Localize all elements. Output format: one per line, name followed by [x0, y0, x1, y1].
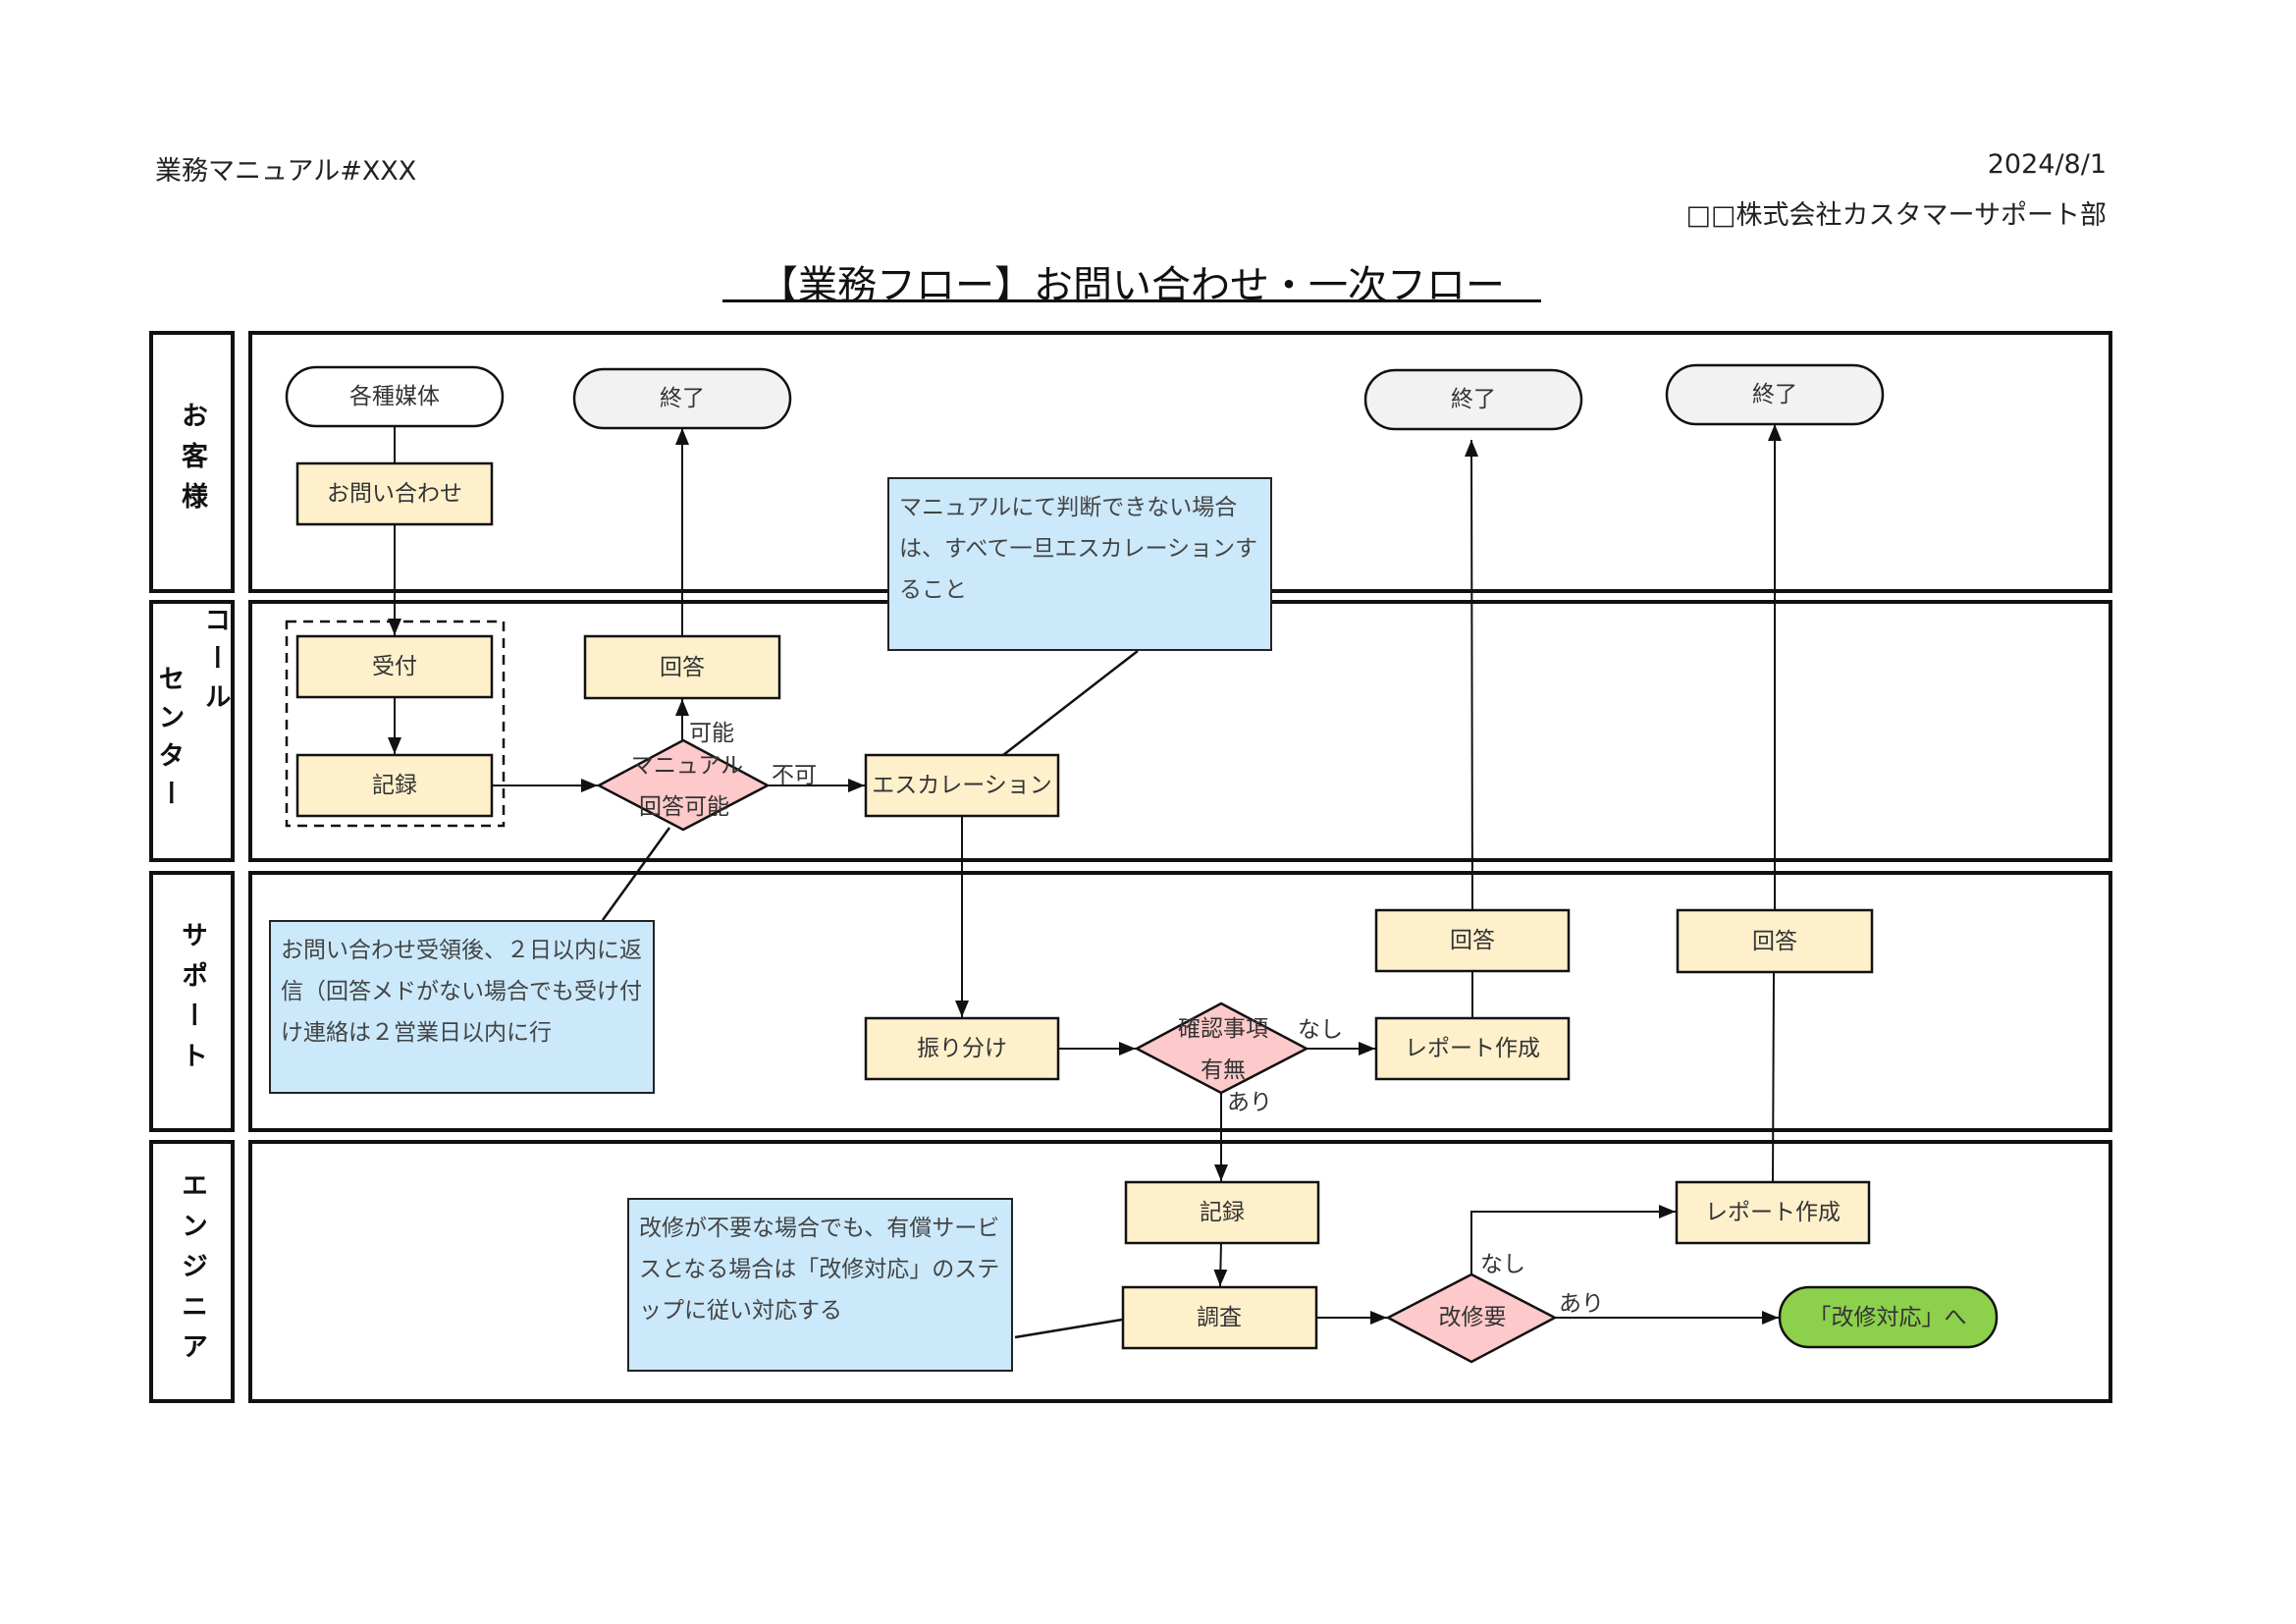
lane-label-support: サポート: [149, 871, 235, 1132]
lane-label-text: お客様: [177, 402, 207, 522]
lane-label-col2: センター: [153, 664, 185, 818]
edge-label-exists-2: あり: [1559, 1291, 1604, 1317]
process-escalation-label: エスカレーション: [872, 773, 1052, 798]
process-receive-label: 受付: [372, 654, 417, 679]
terminal-goto-fix[interactable]: 「改修対応」へ: [1778, 1285, 1999, 1349]
edge-label-possible: 可能: [689, 721, 734, 746]
process-answer-3-label: 回答: [1752, 929, 1797, 954]
process-answer-1-label: 回答: [660, 655, 705, 680]
process-inquiry-label: お問い合わせ: [327, 481, 462, 507]
process-inquiry[interactable]: お問い合わせ: [295, 461, 494, 526]
title-underline: [722, 299, 1541, 302]
terminal-end-2-label: 終了: [1451, 387, 1496, 412]
edge-label-none-2: なし: [1480, 1252, 1525, 1277]
lane-label-text: エンジニア: [177, 1170, 207, 1373]
process-answer-2-label: 回答: [1450, 928, 1495, 953]
terminal-end-1[interactable]: 終了: [572, 367, 792, 430]
note-fix-policy: 改修が不要な場合でも、有償サービスとなる場合は「改修対応」のステップに従い対応す…: [627, 1198, 1013, 1372]
decision-fix-required[interactable]: 改修要: [1385, 1272, 1558, 1364]
department-name: □□株式会社カスタマーサポート部: [1685, 200, 2107, 231]
process-answer-2[interactable]: 回答: [1374, 908, 1571, 973]
edge-answer2-end2: [1465, 439, 1479, 911]
decision-manual-line2: 回答可能: [639, 794, 729, 820]
process-answer-1[interactable]: 回答: [583, 634, 781, 700]
process-report-2-label: レポート作成: [1705, 1200, 1841, 1225]
document-id: 業務マニュアル#XXX: [155, 156, 417, 187]
note-escalation: マニュアルにて判断できない場合は、すべて一旦エスカレーションすること: [887, 477, 1272, 651]
document-date: 2024/8/1: [1987, 149, 2107, 180]
lane-label-call-center: コール センター: [149, 600, 235, 862]
terminal-end-2[interactable]: 終了: [1363, 368, 1583, 431]
process-triage[interactable]: 振り分け: [864, 1016, 1060, 1081]
edge-fix-report2: [1470, 1205, 1676, 1274]
process-record-2-label: 記録: [1200, 1200, 1245, 1225]
process-escalation[interactable]: エスカレーション: [864, 753, 1060, 818]
process-record-2[interactable]: 記録: [1124, 1180, 1320, 1245]
edge-label-exists-1: あり: [1227, 1090, 1272, 1115]
process-investigate-label: 調査: [1197, 1305, 1242, 1330]
lane-label-col1: コール: [199, 605, 231, 721]
lane-support: [248, 871, 2112, 1132]
decision-confirm-line2: 有無: [1201, 1057, 1246, 1083]
lane-label-text: サポート: [177, 921, 207, 1082]
note-connector: [1002, 650, 1139, 756]
call-center-group-outline: [285, 620, 506, 828]
note-reply-deadline: お問い合わせ受領後、２日以内に返信（回答メドがない場合でも受け付け連絡は２営業日…: [269, 920, 655, 1094]
process-receive[interactable]: 受付: [295, 634, 494, 699]
decision-manual-answerable[interactable]: マニュアル 回答可能: [596, 738, 771, 832]
note-connector: [601, 827, 671, 921]
terminal-goto-fix-label: 「改修対応」へ: [1809, 1305, 1967, 1330]
terminal-end-3-label: 終了: [1752, 382, 1797, 407]
process-answer-3[interactable]: 回答: [1676, 908, 1874, 974]
lane-label-customer: お客様: [149, 331, 235, 593]
decision-fix-label: 改修要: [1439, 1305, 1507, 1330]
process-record-1[interactable]: 記録: [295, 753, 494, 818]
terminal-end-1-label: 終了: [660, 386, 705, 411]
process-investigate[interactable]: 調査: [1121, 1285, 1318, 1350]
process-report-1[interactable]: レポート作成: [1374, 1016, 1571, 1081]
process-triage-label: 振り分け: [917, 1036, 1007, 1061]
decision-confirm-line1: 確認事項: [1178, 1016, 1268, 1042]
terminal-end-3[interactable]: 終了: [1665, 363, 1885, 426]
terminal-media-label: 各種媒体: [349, 384, 440, 409]
process-report-1-label: レポート作成: [1405, 1036, 1540, 1061]
lane-label-text: コール センター: [150, 606, 235, 818]
lane-label-engineer: エンジニア: [149, 1140, 235, 1403]
edge-label-impossible: 不可: [772, 763, 817, 788]
note-connector: [1014, 1318, 1123, 1339]
edge-report2-answer3: [1772, 971, 1775, 1183]
process-record-1-label: 記録: [372, 773, 417, 798]
decision-confirm-items[interactable]: 確認事項 有無: [1134, 1001, 1309, 1095]
lane-engineer: [248, 1140, 2112, 1403]
edge-record2-investigate: [1213, 1241, 1228, 1287]
terminal-media[interactable]: 各種媒体: [285, 365, 505, 428]
process-report-2[interactable]: レポート作成: [1675, 1180, 1871, 1245]
edge-label-none-1: なし: [1298, 1017, 1343, 1043]
decision-manual-line1: マニュアル: [631, 753, 743, 779]
